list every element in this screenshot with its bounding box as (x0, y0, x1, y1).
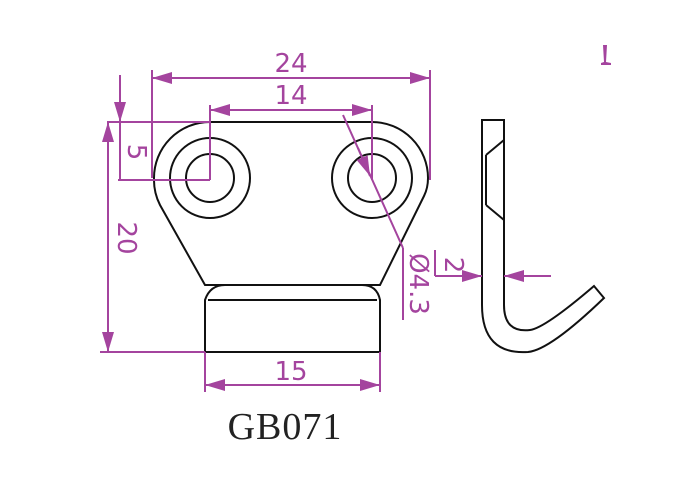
front-view (152, 121, 430, 353)
dimension-hole-spacing: 14 (209, 81, 373, 180)
hook-tab (204, 284, 381, 353)
svg-text:Ø4.3: Ø4.3 (403, 253, 433, 315)
part-code-label: GB071 (227, 406, 343, 448)
svg-text:20: 20 (111, 221, 141, 254)
svg-text:14: 14 (274, 81, 307, 111)
dimension-overall-height: 20 (100, 122, 205, 353)
dimension-hole-diameter: Ø4.3 (342, 114, 433, 320)
dimension-thickness: 2 (434, 250, 551, 282)
dimension-tab-width: 15 (204, 352, 381, 392)
svg-text:24: 24 (274, 49, 307, 79)
svg-text:5: 5 (121, 144, 151, 161)
svg-text:15: 15 (274, 357, 307, 387)
dimension-hole-offset: 5 (107, 75, 210, 181)
dimension-overall-width: 24 (151, 49, 431, 180)
side-view-hook (481, 119, 606, 354)
stray-mark (601, 45, 611, 65)
svg-text:2: 2 (438, 257, 468, 274)
plate-outline (152, 121, 430, 286)
